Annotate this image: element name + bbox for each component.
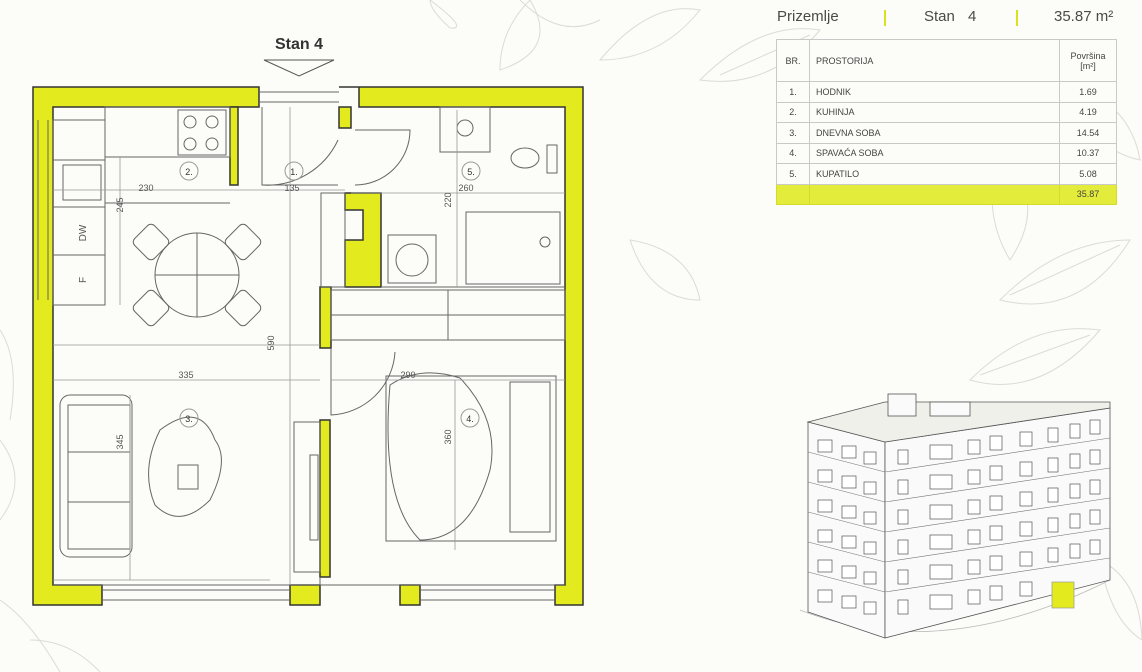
dimension-590: 590 [266,335,276,350]
row-area: 4.19 [1059,101,1117,123]
row-room: KUHINJA [809,101,1060,123]
unit-label: Stan [924,8,955,25]
plan-title: Stan 4 [274,36,323,53]
dimension-290: 290 [400,370,415,380]
room-number-3: 3. [185,414,193,424]
unit-number: 4 [968,8,977,25]
row-area: 14.54 [1059,122,1117,144]
dimension-335: 335 [178,370,193,380]
table-row: 5. KUPATILO 5.08 [776,163,1117,185]
room-number-5: 5. [467,167,475,177]
row-number: 2. [776,101,810,123]
row-room: HODNIK [809,81,1060,103]
room-number-4: 4. [466,414,474,424]
row-area: 5.08 [1059,163,1117,185]
dimension-245: 245 [115,197,125,212]
entrance-arrow [263,59,335,77]
table-total-row: 35.87 [776,183,1117,205]
table-header-row: BR. PROSTORIJA Površina [m²] [776,39,1117,82]
row-room: DNEVNA SOBA [809,122,1060,144]
table-row: 3. DNEVNA SOBA 14.54 [776,122,1117,144]
dimension-345: 345 [115,434,125,449]
fridge-label: F [78,277,89,283]
table-row: 4. SPAVAĆA SOBA 10.37 [776,142,1117,164]
highlighted-unit [1051,581,1075,609]
floor-label: Prizemlje [777,8,839,25]
table-row: 1. HODNIK 1.69 [776,81,1117,103]
header-area: Površina [m²] [1059,39,1117,82]
total-area-label: 35.87 m² [1054,8,1114,25]
dimension-260: 260 [458,183,473,193]
total-number [776,183,810,205]
row-number: 3. [776,122,810,144]
exterior-walls [32,86,584,606]
header-room: PROSTORIJA [809,39,1060,82]
row-number: 1. [776,81,810,103]
room-area-table: BR. PROSTORIJA Površina [m²] 1. HODNIK 1… [776,39,1117,205]
dishwasher-label: DW [78,224,89,241]
row-number: 4. [776,142,810,164]
row-number: 5. [776,163,810,185]
dimension-360: 360 [443,429,453,444]
header-number: BR. [776,39,810,82]
room-number-1: 1. [290,167,298,177]
row-area: 1.69 [1059,81,1117,103]
room-number-2: 2. [185,167,193,177]
table-row: 2. KUHINJA 4.19 [776,101,1117,123]
total-room [809,183,1060,205]
row-area: 10.37 [1059,142,1117,164]
dimension-220: 220 [443,192,453,207]
floor-plan: 2. 1. 5. 3. 4. 230 135 260 335 290 245 2… [32,59,584,606]
header-separator [884,10,886,26]
dimension-135: 135 [284,183,299,193]
building-illustration [799,393,1111,639]
header-separator [1016,10,1018,26]
row-room: SPAVAĆA SOBA [809,142,1060,164]
dimension-230: 230 [138,183,153,193]
row-room: KUPATILO [809,163,1060,185]
total-area: 35.87 [1059,183,1117,205]
